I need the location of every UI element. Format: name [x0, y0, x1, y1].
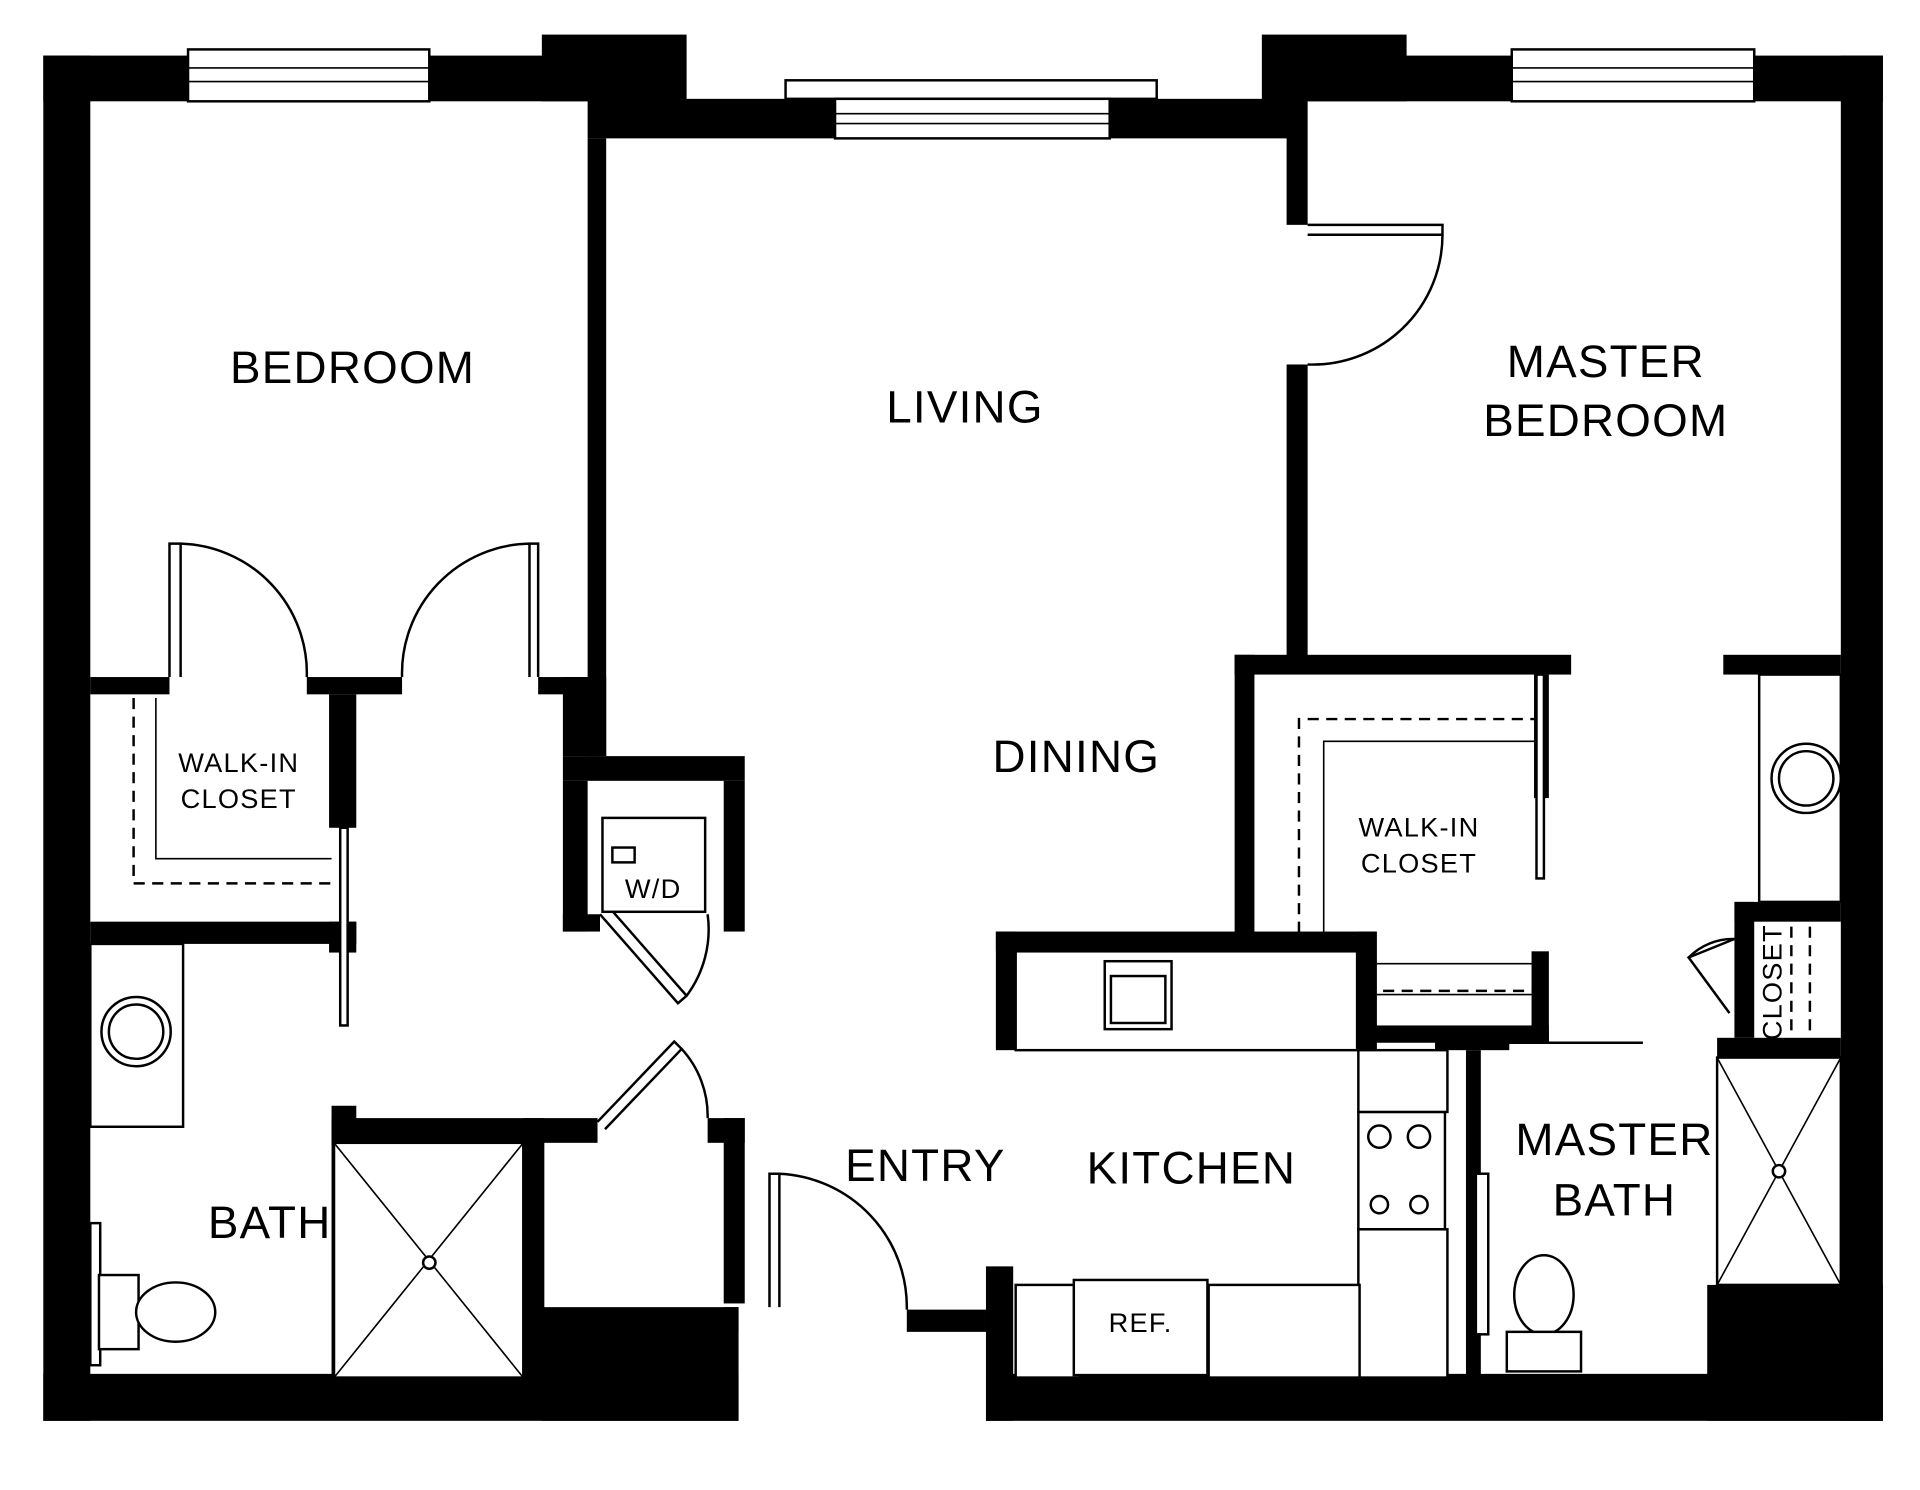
label-kitchen: KITCHEN — [1087, 1143, 1297, 1194]
fixtures — [89, 673, 1843, 1379]
label-ref: REF. — [1109, 1307, 1173, 1338]
kitchen-counter — [1014, 950, 1359, 1052]
door-bedroom-closet — [168, 542, 309, 678]
label-bath: BATH — [208, 1197, 332, 1248]
label-master-bedroom-1: MASTER — [1507, 336, 1705, 387]
label-walkin-right-1: WALK-IN — [1358, 811, 1479, 842]
refrigerator — [1072, 1278, 1209, 1377]
label-wd: W/D — [625, 873, 682, 904]
doors — [168, 223, 1735, 1310]
door-coat — [596, 1039, 709, 1131]
window-master-bedroom — [1510, 48, 1756, 103]
label-dining: DINING — [992, 731, 1160, 782]
exterior-walls — [43, 34, 1883, 1421]
label-closet: CLOSET — [1756, 924, 1787, 1040]
door-entry — [768, 1172, 909, 1310]
label-master-bath-1: MASTER — [1515, 1114, 1713, 1165]
label-master-bedroom-2: BEDROOM — [1483, 395, 1728, 446]
door-wd — [599, 906, 710, 1005]
window-bedroom — [186, 48, 431, 103]
bath-toilet-icon — [134, 1281, 217, 1343]
door-bedroom — [400, 542, 540, 678]
label-entry: ENTRY — [845, 1140, 1005, 1191]
wd-unit — [601, 816, 707, 914]
label-living: LIVING — [886, 382, 1043, 433]
window-living — [784, 79, 1158, 101]
label-walkin-left-1: WALK-IN — [178, 747, 299, 778]
label-walkin-right-2: CLOSET — [1361, 847, 1477, 878]
label-master-bath-2: BATH — [1553, 1175, 1677, 1226]
door-closet-small — [1686, 937, 1735, 1014]
room-labels: BEDROOM LIVING MASTER BEDROOM DINING WAL… — [178, 336, 1787, 1338]
door-master-bedroom — [1307, 223, 1444, 366]
label-bedroom: BEDROOM — [230, 342, 475, 393]
label-walkin-left-2: CLOSET — [181, 783, 297, 814]
master-toilet-icon — [1512, 1254, 1575, 1336]
windows — [186, 48, 1756, 140]
